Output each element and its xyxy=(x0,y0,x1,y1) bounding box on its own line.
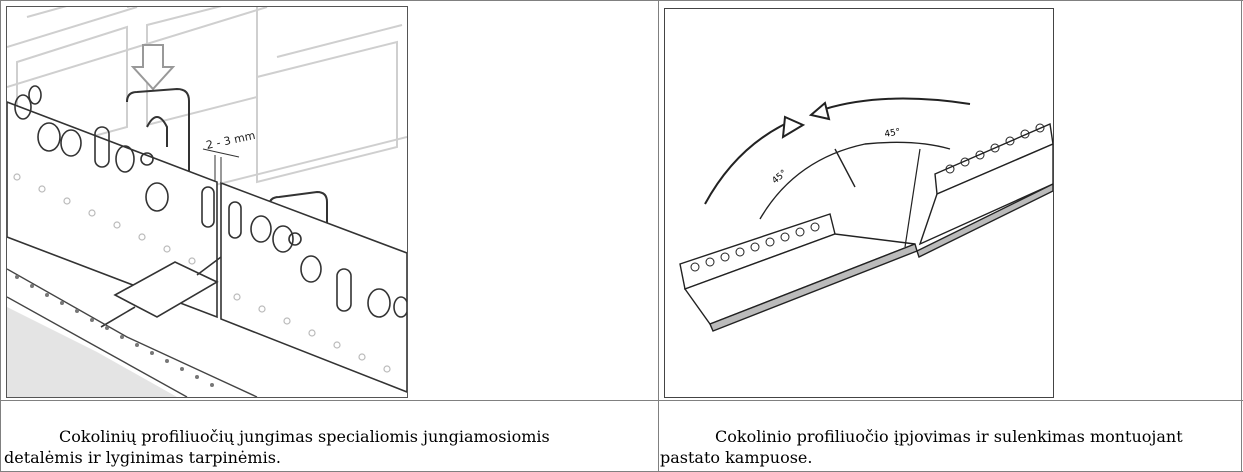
down-arrow-icon xyxy=(130,44,176,91)
angle-label-2: 45° xyxy=(884,127,901,140)
table-border-left xyxy=(0,0,1,472)
right-profile-holes xyxy=(228,201,407,318)
cut-line xyxy=(904,148,921,248)
right-figure-corner-cut: 45° 45° xyxy=(664,8,1054,398)
right-segment-holes xyxy=(945,123,1045,174)
left-segment-holes xyxy=(690,222,820,272)
right-profile-strip xyxy=(220,181,407,393)
right-caption: Cokolinio profiliuočio įpjovimas ir sule… xyxy=(660,427,1183,467)
left-figure-profile-joint: 2 - 3 mm xyxy=(6,6,408,398)
table-row-divider xyxy=(0,400,1243,401)
left-caption: Cokolinių profiliuočių jungimas speciali… xyxy=(4,427,550,467)
table-column-divider xyxy=(658,0,659,472)
right-profile-segment xyxy=(916,122,1053,258)
left-caption-cell: Cokolinių profiliuočių jungimas speciali… xyxy=(4,426,604,468)
spacer-plate xyxy=(100,256,222,328)
left-profile-holes xyxy=(14,85,215,228)
flange-perforations xyxy=(13,173,391,373)
table-border-right xyxy=(1241,0,1242,472)
right-figure-svg: 45° 45° xyxy=(665,9,1053,397)
left-profile-strip xyxy=(7,101,218,319)
right-caption-cell: Cokolinio profiliuočio įpjovimas ir sule… xyxy=(660,426,1220,468)
angle-arc xyxy=(759,141,951,220)
plaster-texture xyxy=(7,307,177,397)
left-figure-svg: 2 - 3 mm xyxy=(7,7,407,397)
bend-arrows xyxy=(704,97,971,205)
gap-dimension-marks xyxy=(202,148,240,182)
mesh-dots xyxy=(15,275,214,387)
table-border-top xyxy=(0,0,1243,1)
mesh-edge xyxy=(7,268,258,397)
